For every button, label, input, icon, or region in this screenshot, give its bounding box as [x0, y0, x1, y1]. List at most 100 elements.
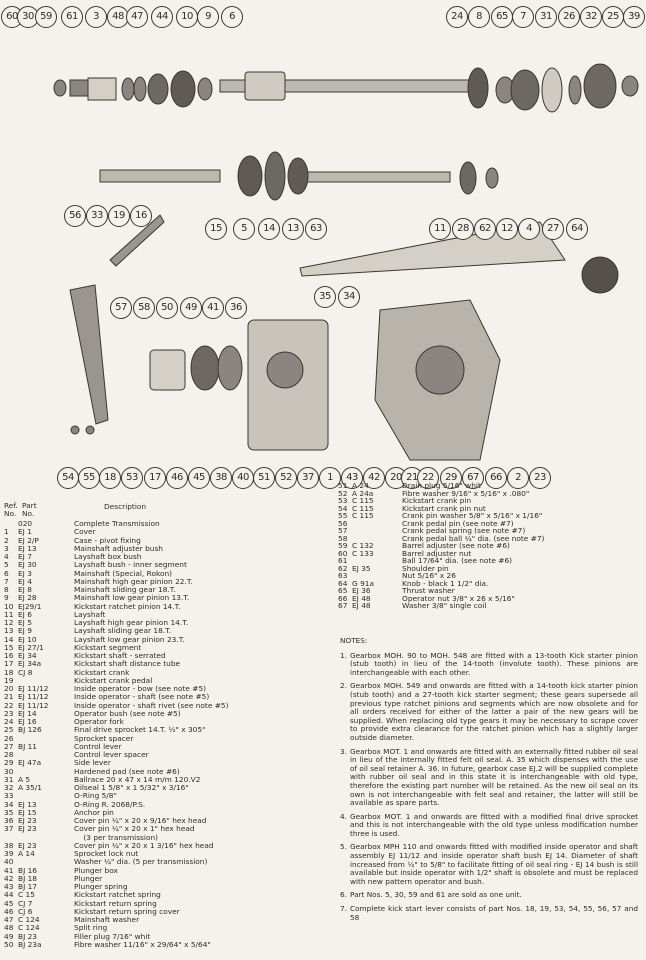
- note-number: 2.: [340, 681, 347, 691]
- ref-number: 5: [4, 560, 9, 570]
- ref-number: 43: [4, 882, 14, 891]
- part-number: C 15: [18, 890, 35, 900]
- callout-32: 32: [580, 6, 602, 28]
- ref-number: 9: [4, 593, 9, 603]
- ref-number: 15: [4, 642, 14, 652]
- parts-list-row: (3 per transmission): [4, 833, 324, 842]
- ref-number: 7: [4, 576, 9, 586]
- callout-37: 37: [297, 467, 319, 489]
- note-item: 5.Gearbox MPH 110 and onwards fitted wit…: [340, 843, 638, 886]
- ref-number: 50: [4, 939, 14, 949]
- callout-47: 47: [126, 6, 148, 28]
- part-description: Layshaft: [74, 609, 106, 619]
- callout-14: 14: [258, 218, 280, 240]
- ref-number: 31: [4, 774, 14, 784]
- ref-number: 29: [4, 758, 14, 768]
- callout-40: 40: [232, 467, 254, 489]
- callout-42: 42: [363, 467, 385, 489]
- ref-number: 13: [4, 626, 14, 636]
- callout-39: 39: [623, 6, 645, 28]
- part-description: Inside operator - shaft rivet (see note …: [74, 700, 229, 710]
- part-number: C 115: [352, 511, 374, 520]
- part-number: BJ 126: [18, 725, 42, 735]
- ref-number: 37: [4, 824, 14, 834]
- part-number: EJ 11/12: [18, 692, 49, 702]
- part-description: Kickstart return spring: [74, 898, 157, 908]
- ref-number: 23: [4, 708, 14, 718]
- part-description: Fibre washer 9/16" x 5/16" x .080": [402, 488, 530, 498]
- part-description: Hardened pad (see note #6): [74, 766, 180, 776]
- callout-34: 34: [338, 286, 360, 308]
- callout-52: 52: [275, 467, 297, 489]
- part-number: EJ 2/P: [18, 535, 39, 545]
- note-number: 4.: [340, 811, 347, 821]
- part-description: Operator bush (see note #5): [74, 708, 181, 718]
- ref-number: 1: [4, 527, 9, 537]
- callout-46: 46: [166, 467, 188, 489]
- ref-number: 38: [4, 840, 14, 850]
- ref-number: 44: [4, 890, 14, 900]
- part-description: Filler plug 7/16" whit: [74, 931, 151, 941]
- callout-35: 35: [314, 286, 336, 308]
- callout-51: 51: [253, 467, 275, 489]
- callout-49: 49: [180, 297, 202, 319]
- part-number: EJ 7: [18, 552, 32, 561]
- ref-number: 19: [4, 675, 14, 685]
- callout-9: 9: [197, 6, 219, 28]
- callout-12: 12: [496, 218, 518, 240]
- part-number: C 124: [18, 923, 40, 933]
- part-description: Crank pedal pin (see note #7): [402, 518, 514, 528]
- part-number: A 24: [352, 481, 369, 490]
- part-number: 020: [18, 519, 33, 528]
- note-number: 6.: [340, 890, 347, 900]
- part-description: Crank pedal spring (see note #7): [402, 526, 526, 535]
- part-number: EJ 9: [18, 626, 32, 636]
- part-number: C 115: [352, 503, 374, 513]
- callout-58: 58: [133, 297, 155, 319]
- part-description: Kickstart shaft - serrated: [74, 651, 166, 660]
- callout-54: 54: [57, 467, 79, 489]
- callout-4: 4: [518, 218, 540, 240]
- note-text: Gearbox MOH. 549 and onwards are fitted …: [350, 681, 638, 742]
- part-number: EJ 5: [18, 618, 32, 627]
- ref-number: 18: [4, 667, 14, 677]
- note-item: 1.Gearbox MOH. 90 to MOH. 548 are fitted…: [340, 651, 638, 678]
- part-number: EJ 13: [18, 543, 37, 553]
- part-number: G 91a: [352, 578, 375, 588]
- part-description: Final drive sprocket 14.T. ½" x 305": [74, 725, 206, 735]
- part-number: EJ 47a: [18, 758, 42, 768]
- part-description: Plunger box: [74, 865, 118, 875]
- callout-57: 57: [110, 297, 132, 319]
- part-description: Mainshaft adjuster bush: [74, 543, 163, 553]
- part-number: CJ 8: [18, 667, 33, 677]
- part-description: Plunger spring: [74, 882, 128, 891]
- ref-number: 63: [338, 571, 348, 580]
- ref-number: 39: [4, 849, 14, 858]
- note-text: Part Nos. 5, 30, 59 and 61 are sold as o…: [350, 890, 522, 900]
- callout-63: 63: [305, 218, 327, 240]
